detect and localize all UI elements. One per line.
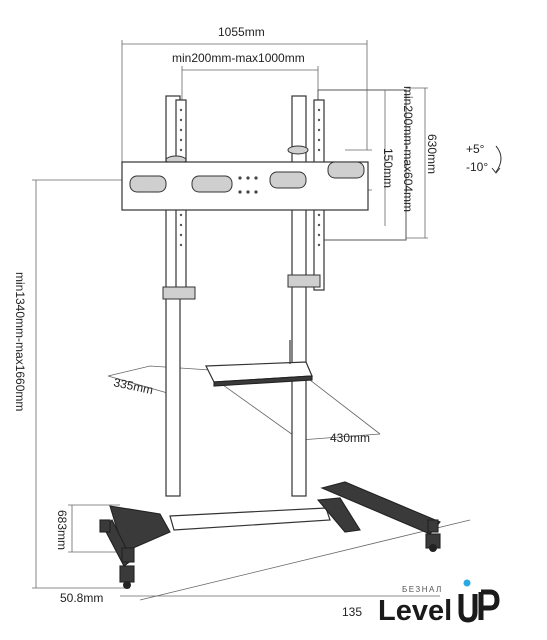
- shelf-depth-line: [107, 365, 211, 377]
- bar-slot-2: [191, 175, 233, 193]
- right-leg: [320, 481, 441, 535]
- shelf-width-ext-right: [309, 379, 381, 435]
- casters: [99, 519, 441, 589]
- label-shelf-width: 430mm: [330, 431, 370, 445]
- bar-holes: [238, 176, 258, 194]
- bar-slot-1: [129, 175, 167, 193]
- label-overall-width: 1055mm: [218, 25, 265, 39]
- brand-logo: БЕЗНАЛ Level: [378, 579, 500, 627]
- base-crossbar: [169, 507, 331, 531]
- rail-holes: [179, 108, 321, 247]
- label-base-width: 135: [342, 605, 362, 619]
- tilt-arc-icon: [495, 145, 502, 173]
- logo-tag: БЕЗНАЛ: [402, 585, 443, 594]
- shelf-edge: [213, 375, 313, 387]
- label-tilt-up: +5°: [466, 142, 485, 156]
- logo-brand: Level: [378, 595, 452, 627]
- bar-slot-3: [269, 171, 307, 189]
- bar-slot-4: [327, 161, 365, 179]
- label-base-depth: 683mm: [55, 510, 69, 550]
- label-vesa-vertical: min200mm-max604mm: [401, 86, 415, 212]
- right-leg-inner: [316, 497, 361, 533]
- label-height-range: min1340mm-max1660mm: [13, 272, 27, 411]
- label-vesa-horizontal: min200mm-max1000mm: [172, 51, 305, 65]
- right-column-clamp: [287, 274, 321, 288]
- logo-up-mark: [458, 579, 500, 623]
- label-caster: 50.8mm: [60, 591, 103, 605]
- shelf-width-ext-left: [215, 379, 301, 441]
- floor-line: [139, 519, 471, 601]
- right-column-cap: [287, 145, 309, 155]
- shelf-width-line: [299, 433, 381, 441]
- right-column: [291, 95, 307, 497]
- left-column-clamp: [162, 286, 196, 300]
- label-shelf-depth: 335mm: [112, 375, 154, 397]
- label-plate-height: 630mm: [425, 134, 439, 174]
- label-tilt-down: -10°: [466, 160, 488, 174]
- tilt-arrow-icon: [491, 167, 501, 174]
- label-offset-150: 150mm: [381, 148, 395, 188]
